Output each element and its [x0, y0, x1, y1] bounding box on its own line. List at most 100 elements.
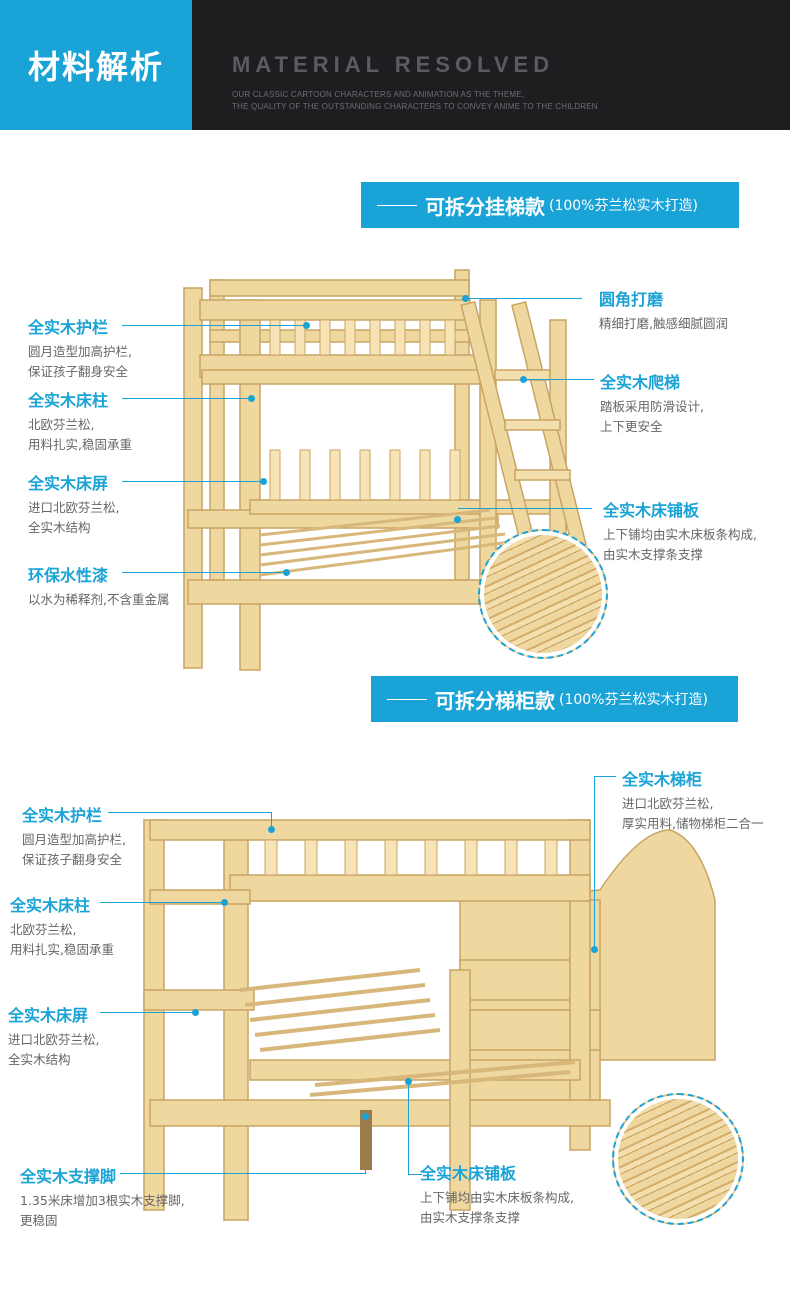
header-badge-text: 材料解析: [27, 48, 164, 86]
callout-line: [120, 1173, 366, 1174]
label-post: 全实木床柱 北欧芬兰松, 用料扎实,稳固承重: [28, 387, 132, 455]
label-headboard-title: 全实木床屏: [28, 474, 109, 493]
callout-dot: [283, 569, 290, 576]
label-legs-desc: 1.35米床增加3根实木支撑脚, 更稳固: [20, 1191, 185, 1231]
banner-dash: [387, 698, 427, 700]
desc-line: 保证孩子翻身安全: [22, 852, 123, 867]
bed-image-hanging-ladder: [183, 269, 587, 671]
desc-line: 1.35米床增加3根实木支撑脚,: [20, 1193, 185, 1208]
label-slats: 全实木床铺板 上下铺均由实木床板条构成, 由实木支撑条支撑: [603, 497, 757, 565]
callout-line: [100, 902, 225, 903]
desc-line: 用料扎实,稳固承重: [28, 437, 132, 452]
callout-dot: [268, 826, 275, 833]
slat-zoom-circle: [478, 529, 608, 659]
desc-line: 精细打磨,触感细腻圆润: [599, 316, 728, 331]
label-ladder-desc: 踏板采用防滑设计, 上下更安全: [600, 397, 704, 437]
label-cabinet-desc: 进口北欧芬兰松, 厚实用料,储物梯柜二合一: [622, 794, 763, 834]
callout-line: [122, 572, 287, 573]
label-post-desc: 北欧芬兰松, 用料扎实,稳固承重: [28, 415, 132, 455]
callout-line: [122, 481, 264, 482]
label-post-desc: 北欧芬兰松, 用料扎实,稳固承重: [10, 920, 114, 960]
desc-line: 北欧芬兰松,: [10, 922, 77, 937]
desc-line: 北欧芬兰松,: [28, 417, 95, 432]
callout-line: [524, 379, 594, 380]
label-headboard-title: 全实木床屏: [8, 1006, 89, 1025]
callout-line: [466, 298, 582, 299]
desc-line: 进口北欧芬兰松,: [8, 1032, 100, 1047]
callout-dot: [454, 516, 461, 523]
callout-line: [108, 812, 272, 813]
callout-dot: [520, 376, 527, 383]
header-subtitle: OUR CLASSIC CARTOON CHARACTERS AND ANIMA…: [232, 89, 598, 113]
callout-line: [271, 812, 272, 828]
desc-line: 由实木支撑条支撑: [420, 1210, 521, 1225]
callout-dot: [462, 295, 469, 302]
callout-line: [458, 508, 592, 509]
callout-dot: [221, 899, 228, 906]
desc-line: 圆月造型加高护栏,: [28, 344, 132, 359]
callout-dot: [362, 1113, 369, 1120]
label-legs: 全实木支撑脚 1.35米床增加3根实木支撑脚, 更稳固: [20, 1163, 185, 1231]
callout-line: [408, 1082, 409, 1174]
label-guardrail-desc: 圆月造型加高护栏, 保证孩子翻身安全: [22, 830, 126, 870]
label-slats-title: 全实木床铺板: [420, 1164, 517, 1183]
label-guardrail-desc: 圆月造型加高护栏, 保证孩子翻身安全: [28, 342, 132, 382]
callout-line: [122, 325, 307, 326]
slat-zoom-circle: [612, 1093, 744, 1225]
callout-line: [122, 398, 252, 399]
callout-line: [594, 776, 595, 946]
desc-line: 厚实用料,储物梯柜二合一: [622, 816, 764, 831]
callout-line: [408, 1174, 422, 1175]
header-subtitle-line-1: OUR CLASSIC CARTOON CHARACTERS AND ANIMA…: [232, 90, 525, 99]
label-post: 全实木床柱 北欧芬兰松, 用料扎实,稳固承重: [10, 892, 114, 960]
desc-line: 上下更安全: [600, 419, 663, 434]
section1-banner-title: 可拆分挂梯款: [425, 194, 545, 219]
callout-dot: [405, 1078, 412, 1085]
desc-line: 圆月造型加高护栏,: [22, 832, 126, 847]
label-post-title: 全实木床柱: [28, 391, 109, 410]
label-slats-title: 全实木床铺板: [603, 501, 700, 520]
bed-image-stair-cabinet: [143, 819, 716, 1221]
label-slats-desc: 上下铺均由实木床板条构成, 由实木支撑条支撑: [420, 1188, 574, 1228]
desc-line: 全实木结构: [8, 1052, 71, 1067]
desc-line: 进口北欧芬兰松,: [28, 500, 120, 515]
label-legs-title: 全实木支撑脚: [20, 1167, 117, 1186]
callout-dot: [303, 322, 310, 329]
desc-line: 上下铺均由实木床板条构成,: [420, 1190, 574, 1205]
label-slats-desc: 上下铺均由实木床板条构成, 由实木支撑条支撑: [603, 525, 757, 565]
desc-line: 更稳固: [20, 1213, 58, 1228]
label-guardrail-title: 全实木护栏: [28, 318, 109, 337]
section2-banner-title: 可拆分梯柜款: [435, 688, 555, 713]
desc-line: 以水为稀释剂,不含重金属: [28, 592, 170, 607]
label-post-title: 全实木床柱: [10, 896, 91, 915]
label-paint: 环保水性漆 以水为稀释剂,不含重金属: [28, 562, 169, 610]
label-ladder: 全实木爬梯 踏板采用防滑设计, 上下更安全: [600, 369, 704, 437]
label-cabinet: 全实木梯柜 进口北欧芬兰松, 厚实用料,储物梯柜二合一: [622, 766, 763, 834]
label-guardrail-title: 全实木护栏: [22, 806, 103, 825]
callout-dot: [248, 395, 255, 402]
section2-banner: 可拆分梯柜款 (100%芬兰松实木打造): [371, 676, 738, 722]
label-corner-title: 圆角打磨: [599, 290, 664, 309]
label-corner-desc: 精细打磨,触感细腻圆润: [599, 314, 728, 334]
label-guardrail: 全实木护栏 圆月造型加高护栏, 保证孩子翻身安全: [22, 802, 126, 870]
callout-dot: [591, 946, 598, 953]
label-headboard: 全实木床屏 进口北欧芬兰松, 全实木结构: [28, 470, 119, 538]
desc-line: 保证孩子翻身安全: [28, 364, 129, 379]
desc-line: 全实木结构: [28, 520, 91, 535]
desc-line: 用料扎实,稳固承重: [10, 942, 114, 957]
section1-banner-subtitle: (100%芬兰松实木打造): [549, 198, 698, 214]
banner-dash: [377, 204, 417, 206]
callout-line: [365, 1116, 366, 1174]
callout-line: [100, 1012, 196, 1013]
desc-line: 踏板采用防滑设计,: [600, 399, 704, 414]
label-headboard: 全实木床屏 进口北欧芬兰松, 全实木结构: [8, 1002, 99, 1070]
callout-dot: [260, 478, 267, 485]
callout-line: [594, 776, 616, 777]
callout-dot: [192, 1009, 199, 1016]
label-headboard-desc: 进口北欧芬兰松, 全实木结构: [28, 498, 119, 538]
label-paint-title: 环保水性漆: [28, 566, 109, 585]
label-slats: 全实木床铺板 上下铺均由实木床板条构成, 由实木支撑条支撑: [420, 1160, 574, 1228]
section2-banner-subtitle: (100%芬兰松实木打造): [559, 692, 708, 708]
label-headboard-desc: 进口北欧芬兰松, 全实木结构: [8, 1030, 99, 1070]
desc-line: 进口北欧芬兰松,: [622, 796, 714, 811]
